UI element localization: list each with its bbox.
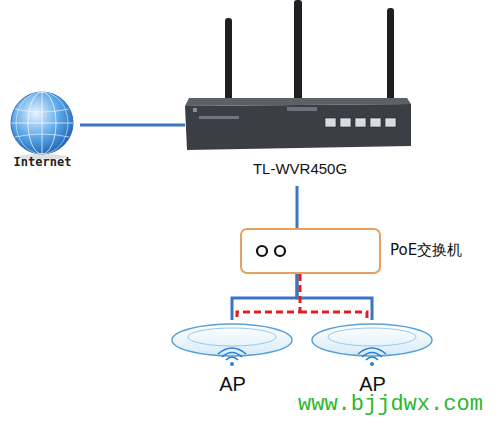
- access-point: AP: [310, 320, 435, 395]
- router-shape: [185, 0, 415, 186]
- node-label: Internet: [5, 155, 80, 169]
- poe-switch: PoE交换机: [240, 228, 460, 274]
- network-cable: [80, 124, 185, 127]
- access-point: AP: [170, 320, 295, 395]
- watermark: www.bjjdwx.com: [296, 392, 485, 417]
- network-cable: [296, 186, 299, 228]
- internet-cloud: Internet: [5, 85, 80, 173]
- router: TL-WVR450G: [185, 0, 415, 186]
- node-label: PoE交换机: [390, 241, 460, 260]
- node-label: AP: [170, 373, 295, 396]
- poe-power-line: [237, 274, 367, 321]
- node-label: TL-WVR450G: [185, 160, 415, 177]
